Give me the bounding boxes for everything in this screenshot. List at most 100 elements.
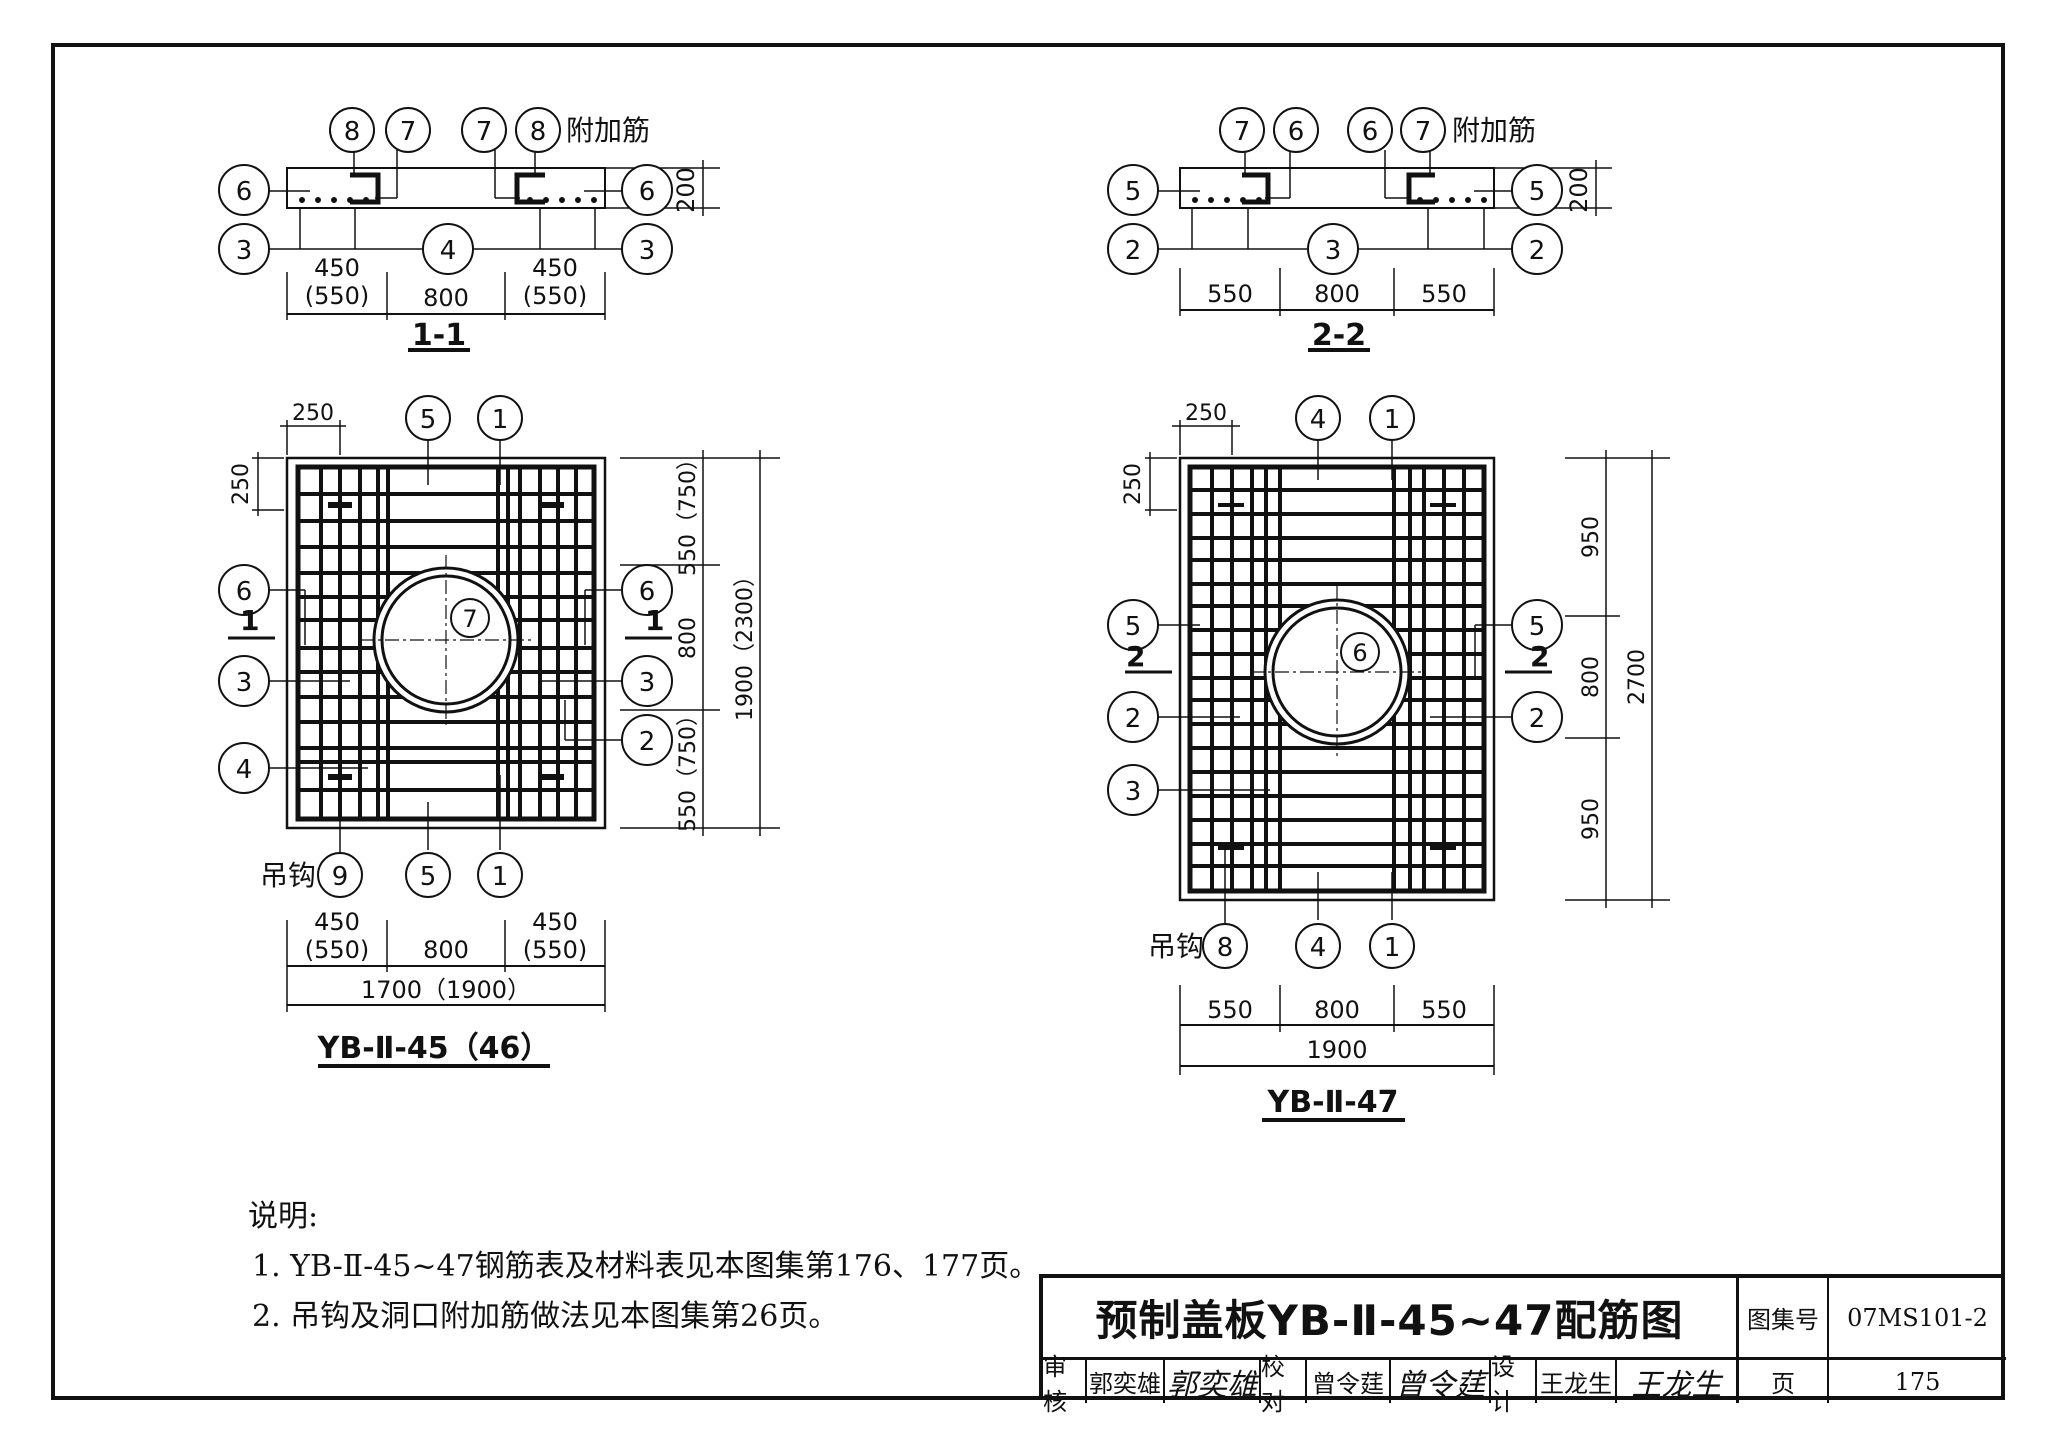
page-label: 页: [1739, 1360, 1829, 1403]
dim-2-2-a: 550: [1207, 280, 1253, 308]
dim-45-edge-top: 250: [292, 401, 334, 426]
reviewer-signature: 郭奕雄: [1165, 1360, 1261, 1403]
label-1-1-top-d: 8: [530, 117, 547, 147]
label-45-bottom-b: 1: [492, 862, 509, 892]
dim-47-bottom-a: 550: [1207, 996, 1253, 1024]
label-2-2-additional: 附加筋: [1452, 114, 1536, 147]
check-label: 校对: [1261, 1353, 1307, 1416]
label-47-left-c: 3: [1125, 777, 1142, 807]
plan-45-title: YB-Ⅱ-45（46）: [317, 1031, 551, 1066]
label-45-right-c: 2: [639, 727, 656, 757]
label-45-top-b: 1: [492, 405, 509, 435]
label-45-top-a: 5: [420, 405, 437, 435]
dim-1-1-d: 450: [532, 254, 578, 282]
label-47-bottom-a: 4: [1310, 933, 1327, 963]
label-1-1-right-a: 6: [639, 177, 656, 207]
label-2-2-top-b: 6: [1288, 117, 1305, 147]
label-1-1-left-a: 6: [236, 177, 253, 207]
dim-45-bottom-b: (550): [305, 936, 370, 964]
label-2-2-top-d: 7: [1415, 117, 1432, 147]
section-2-2: [1158, 147, 1612, 352]
design-label: 设计: [1491, 1353, 1537, 1416]
dim-45-bottom-d: 450: [532, 908, 578, 936]
label-47-center: 6: [1352, 639, 1367, 667]
dim-1-1-thickness: 200: [672, 167, 700, 213]
plan-47-title: YB-Ⅱ-47: [1266, 1085, 1398, 1120]
dim-47-bottom-total: 1900: [1306, 1036, 1367, 1064]
section-2-2-title: 2-2: [1312, 318, 1366, 353]
dim-47-bottom-c: 550: [1421, 996, 1467, 1024]
label-47-right-a: 5: [1529, 612, 1546, 642]
dim-47-right-a: 950: [1579, 516, 1604, 558]
label-45-hook: 吊钩: [260, 859, 316, 892]
plan-yb-47-callouts: 4 1 4 1 5 2 3 5 2 6 吊钩 8 2 2 250 250 950…: [1107, 395, 1650, 1120]
notes-heading: 说明:: [248, 1199, 319, 1234]
plan-yb-45-callouts: 5 1 5 1 6 3 4 6 3 2 7 吊钩 9 1 1 250 250 5…: [218, 395, 758, 1066]
review-label: 审核: [1043, 1353, 1087, 1416]
label-45-center: 7: [462, 605, 477, 633]
label-1-1-left-b: 3: [236, 236, 253, 266]
notes: 说明: 1. YB-Ⅱ-45~47钢筋表及材料表见本图集第176、177页。 2…: [248, 1192, 1039, 1342]
label-45-right-b: 3: [639, 668, 656, 698]
dim-45-bottom-c: 800: [423, 936, 469, 964]
label-1-1-right-b: 3: [639, 236, 656, 266]
note-item-2: 2. 吊钩及洞口附加筋做法见本图集第26页。: [252, 1299, 839, 1334]
dim-47-right-total: 2700: [1625, 649, 1650, 705]
plan-yb-47: [1125, 420, 1670, 1122]
label-1-1-top-b: 7: [400, 117, 417, 147]
designer-signature: 王龙生: [1617, 1360, 1739, 1403]
label-45-bottom-a: 5: [420, 862, 437, 892]
drawing-title: 预制盖板YB-Ⅱ-45~47配筋图: [1043, 1278, 1739, 1360]
sheet-border: [51, 43, 2005, 1400]
label-2-2-middle: 3: [1325, 236, 1342, 266]
dim-2-2-thickness: 200: [1565, 167, 1593, 213]
dim-1-1-c: 800: [423, 284, 469, 312]
label-2-2-top-a: 7: [1234, 117, 1251, 147]
label-47-left-b: 2: [1125, 704, 1142, 734]
designer-name: 王龙生: [1537, 1360, 1617, 1403]
dim-2-2-b: 800: [1314, 280, 1360, 308]
label-47-bottom-b: 1: [1384, 933, 1401, 963]
label-45-left-a: 6: [236, 577, 253, 607]
dim-2-2-c: 550: [1421, 280, 1467, 308]
checker-name: 曾令莛: [1307, 1360, 1391, 1403]
label-45-left-c: 4: [236, 755, 253, 785]
dim-45-bottom-total: 1700（1900）: [361, 976, 531, 1004]
dim-45-bottom-e: (550): [523, 936, 588, 964]
checker-signature: 曾令莛: [1391, 1360, 1491, 1403]
title-block: 预制盖板YB-Ⅱ-45~47配筋图 图集号 07MS101-2 审核 郭奕雄 郭…: [1039, 1274, 2006, 1416]
label-1-1-middle: 4: [440, 236, 457, 266]
dim-45-right-b: 800: [676, 617, 701, 659]
section-1-1-callouts: 8 7 7 8 附加筋 6 3 4 6 3 200 450 (550) 800 …: [218, 107, 700, 353]
dim-47-edge-left: 250: [1121, 463, 1146, 505]
dim-1-1-a: 450: [314, 254, 360, 282]
dim-45-bottom-a: 450: [314, 908, 360, 936]
label-1-1-additional: 附加筋: [566, 114, 650, 147]
label-47-left-a: 5: [1125, 612, 1142, 642]
dim-1-1-e: (550): [523, 282, 588, 310]
atlas-label: 图集号: [1739, 1278, 1829, 1360]
reviewer-name: 郭奕雄: [1087, 1360, 1165, 1403]
page-number: 175: [1894, 1367, 1941, 1396]
label-45-cut-left: 1: [240, 604, 259, 637]
dim-45-right-total: 1900（2300）: [733, 565, 758, 721]
dim-47-right-b: 800: [1579, 656, 1604, 698]
label-2-2-left-a: 5: [1125, 177, 1142, 207]
label-2-2-right-b: 2: [1529, 236, 1546, 266]
label-1-1-top-c: 7: [476, 117, 493, 147]
dim-47-bottom-b: 800: [1314, 996, 1360, 1024]
dim-47-right-c: 950: [1579, 798, 1604, 840]
label-2-2-left-b: 2: [1125, 236, 1142, 266]
dim-45-edge-left: 250: [229, 463, 254, 505]
dim-1-1-b: (550): [305, 282, 370, 310]
label-47-right-b: 2: [1529, 704, 1546, 734]
dim-47-edge-top: 250: [1185, 401, 1227, 426]
label-47-hook: 吊钩: [1148, 930, 1204, 963]
label-45-cut-right: 1: [645, 604, 664, 637]
label-47-cut-left: 2: [1126, 640, 1145, 673]
section-1-1-title: 1-1: [412, 318, 466, 353]
label-45-right-a: 6: [639, 577, 656, 607]
dim-45-right-c: 550（750）: [676, 704, 701, 832]
dim-45-right-a: 550（750）: [676, 448, 701, 576]
